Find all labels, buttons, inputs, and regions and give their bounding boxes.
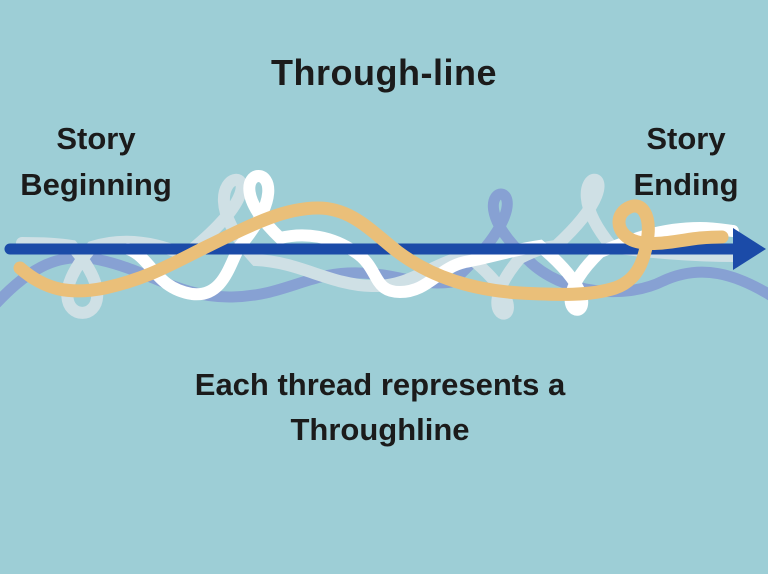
caption-line1: Each thread represents a <box>194 367 566 402</box>
caption: Each thread represents a Throughline <box>0 362 760 452</box>
story-ending-line2: Ending <box>633 167 739 202</box>
page-title: Through-line <box>271 52 497 93</box>
story-beginning-label: Story Beginning <box>0 116 196 208</box>
caption-line2: Throughline <box>290 412 470 447</box>
thread-orange <box>13 199 729 301</box>
story-beginning-line2: Beginning <box>20 167 172 202</box>
story-ending-line1: Story <box>646 121 726 156</box>
story-arrow-head <box>733 228 766 270</box>
story-beginning-line1: Story <box>56 121 136 156</box>
story-ending-label: Story Ending <box>586 116 768 208</box>
